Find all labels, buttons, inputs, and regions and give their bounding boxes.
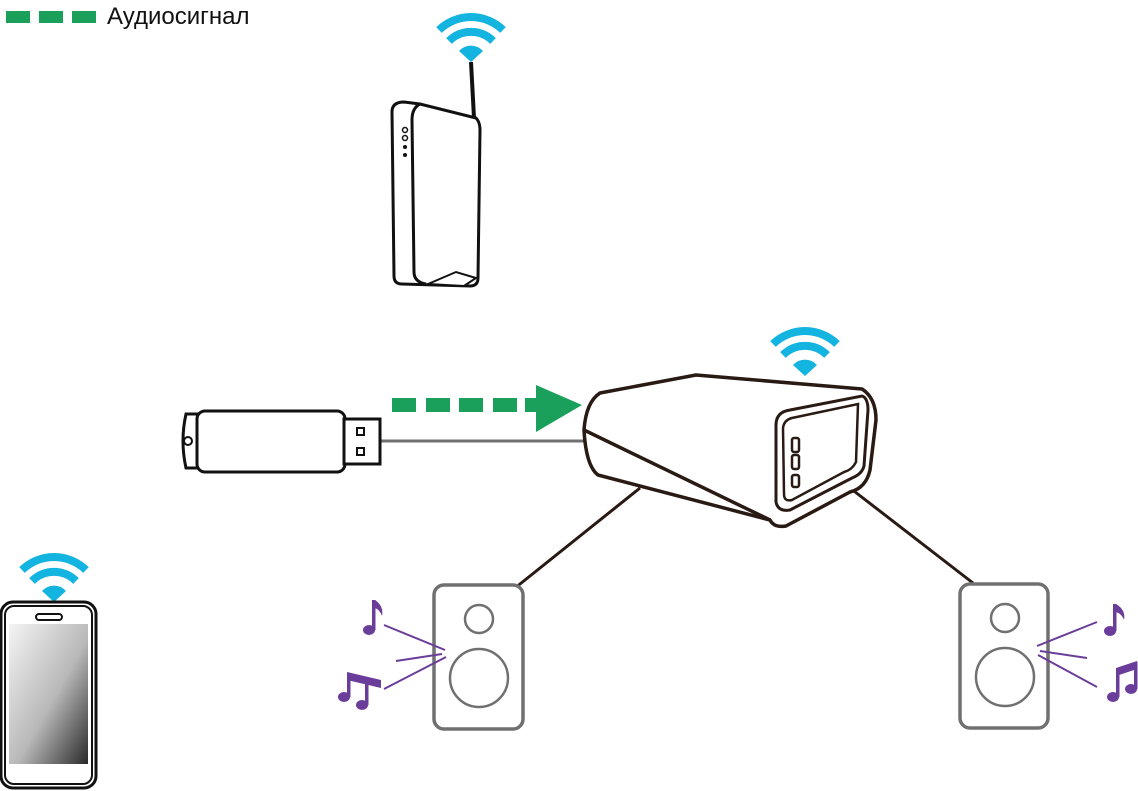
music-notes-icon (338, 672, 381, 710)
legend-label: Аудиосигнал (107, 3, 250, 30)
router-icon (390, 17, 503, 288)
right-speaker-icon (958, 582, 1050, 730)
legend-dash (72, 11, 96, 23)
music-note-icon (1104, 604, 1125, 636)
left-sound-waves (383, 624, 447, 690)
legend-dash (39, 11, 63, 23)
legend: Аудиосигнал (6, 2, 249, 32)
cable-left-speaker (514, 486, 641, 590)
smartphone-icon (0, 557, 98, 790)
audio-signal-arrow (392, 385, 582, 432)
right-sound-waves (1036, 621, 1098, 688)
wifi-icon (439, 17, 503, 62)
wifi-icon (22, 557, 86, 602)
music-note-icon (363, 600, 383, 635)
usb-drive-icon (181, 409, 382, 474)
cable-right-speaker (849, 486, 974, 585)
music-notes-icon (1107, 661, 1138, 702)
network-player-icon (582, 331, 878, 529)
legend-dash (6, 11, 30, 23)
wifi-icon (773, 331, 837, 376)
left-speaker-icon (432, 583, 525, 731)
